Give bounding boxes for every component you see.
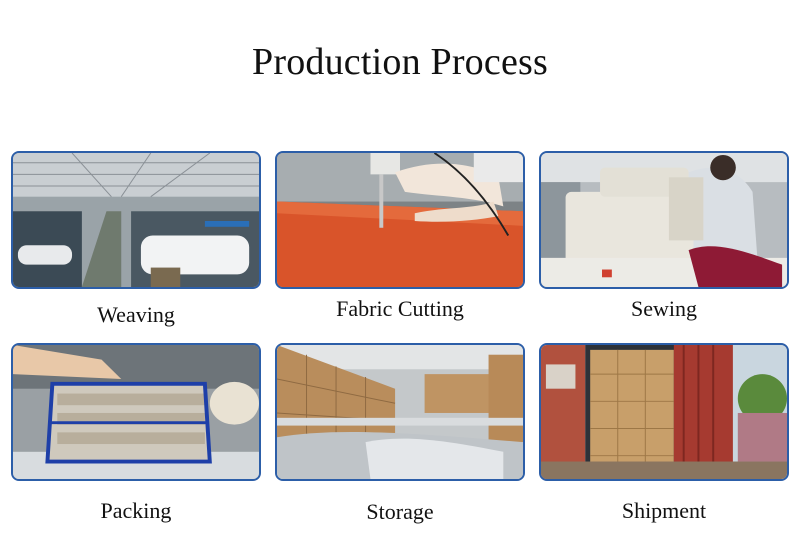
weaving-photo [11, 151, 261, 289]
caption-fabric-cutting: Fabric Cutting [336, 296, 464, 321]
caption-packing: Packing [100, 498, 172, 523]
caption-weaving: Weaving [97, 302, 175, 327]
shipment-photo [539, 343, 789, 481]
caption-sewing: Sewing [631, 296, 697, 321]
caption-shipment: Shipment [621, 498, 707, 523]
sewing-photo [539, 151, 789, 289]
fabric-cutting-photo [275, 151, 525, 289]
packing-photo [11, 343, 261, 481]
caption-storage: Storage [366, 499, 434, 524]
page-title: Production Process [252, 41, 548, 83]
storage-photo [275, 343, 525, 481]
